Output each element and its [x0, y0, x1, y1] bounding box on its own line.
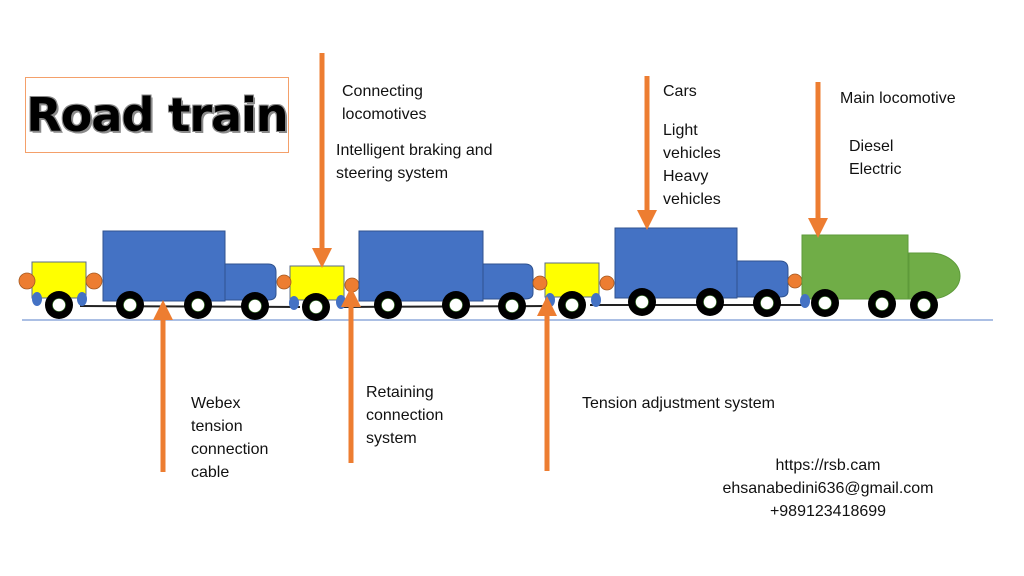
wheel-icon — [628, 288, 656, 316]
hitch — [289, 296, 299, 310]
wheel-icon — [241, 292, 269, 320]
wheel-icon — [753, 289, 781, 317]
main-locomotive — [800, 234, 961, 308]
contact-email[interactable]: ehsanabedini636@gmail.com — [722, 480, 934, 497]
label-retaining-system: Retaining connection system — [366, 384, 444, 447]
label-connecting-locomotives: Connecting locomotives — [342, 83, 427, 123]
wheel-icon — [45, 291, 73, 319]
contact-info: https://rsb.cam ehsanabedini636@gmail.co… — [700, 454, 956, 523]
truck-3 — [614, 227, 803, 299]
coupler — [344, 277, 360, 293]
wheel-icon — [302, 293, 330, 321]
hitch — [336, 295, 346, 309]
label-main-locomotive: Main locomotive — [840, 90, 956, 107]
coupler — [85, 272, 103, 290]
label-tension-adjustment: Tension adjustment system — [582, 395, 775, 412]
wheel-icon — [498, 292, 526, 320]
hitch — [77, 292, 87, 306]
page-title: Road train — [26, 88, 288, 142]
label-cars: Cars — [663, 83, 697, 100]
hitch — [545, 293, 555, 307]
coupler — [532, 275, 548, 291]
wheel-icon — [868, 290, 896, 318]
truck-1 — [102, 230, 277, 302]
hitch — [32, 292, 42, 306]
wheel-icon — [910, 291, 938, 319]
wheel-icon — [184, 291, 212, 319]
label-tension-cable: Webex tension connection cable — [191, 395, 269, 481]
title-box: Road train — [25, 77, 289, 153]
coupler — [276, 274, 292, 290]
hitch — [800, 294, 810, 308]
label-braking-steering: Intelligent braking and steering system — [336, 142, 493, 182]
label-power-types: Diesel Electric — [849, 138, 902, 178]
wheel-icon — [811, 289, 839, 317]
wheel-icon — [374, 291, 402, 319]
coupler — [787, 273, 803, 289]
coupler — [599, 275, 615, 291]
coupler — [18, 272, 36, 290]
contact-website[interactable]: https://rsb.cam — [775, 457, 881, 474]
wheel-icon — [442, 291, 470, 319]
connector-locomotive-1 — [18, 261, 103, 306]
wheels — [45, 288, 938, 321]
arrows — [153, 53, 828, 472]
hitch — [591, 293, 601, 307]
contact-phone: +989123418699 — [769, 503, 887, 520]
wheel-icon — [116, 291, 144, 319]
wheel-icon — [558, 291, 586, 319]
truck-2 — [358, 230, 534, 302]
wheel-icon — [696, 288, 724, 316]
label-vehicle-types: Light vehicles Heavy vehicles — [663, 122, 721, 208]
